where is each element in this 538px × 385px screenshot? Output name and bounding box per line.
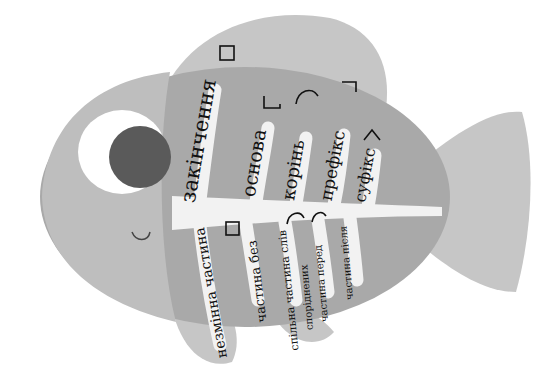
fish-head	[42, 72, 176, 322]
root-symbol	[296, 90, 318, 104]
stem-symbol	[264, 96, 280, 108]
root-symbol	[287, 213, 304, 224]
suffix-symbol	[364, 130, 380, 140]
morpheme-symbols	[220, 46, 380, 235]
eye-pupil	[109, 126, 171, 188]
spine	[172, 196, 442, 230]
fish-body	[40, 67, 450, 327]
mouth	[132, 232, 150, 240]
ending-symbol	[226, 222, 239, 235]
prefix-symbol	[312, 213, 326, 222]
prefix-symbol	[342, 82, 356, 92]
ending-symbol	[220, 46, 234, 60]
